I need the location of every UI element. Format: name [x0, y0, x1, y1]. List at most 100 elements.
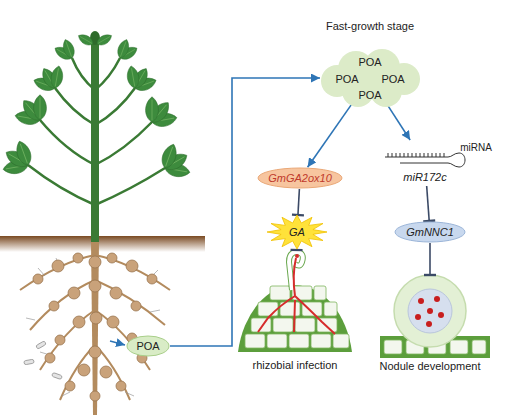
hairpin-strand — [385, 153, 465, 167]
inhibition-line — [429, 243, 431, 275]
nodule-illustration — [380, 275, 490, 358]
node-text: GmNNC1 — [406, 226, 454, 239]
cell — [258, 302, 278, 316]
root-hair-outline — [289, 252, 303, 290]
cell — [314, 286, 326, 300]
leaf — [95, 32, 114, 48]
bacteroid — [427, 308, 433, 314]
nodule — [126, 260, 138, 272]
nodule — [107, 316, 119, 328]
rhizobium — [52, 372, 63, 379]
cell — [267, 334, 287, 348]
leaf — [76, 32, 95, 48]
root-hair-inner — [289, 252, 303, 290]
nodule — [90, 391, 100, 401]
cell — [251, 318, 271, 332]
node-text: POA — [136, 340, 159, 353]
branch — [55, 88, 95, 125]
gene-ellipse: GmGA2ox10 — [257, 167, 343, 189]
ellipse-shape — [127, 336, 169, 356]
node-text: rhizobial infection — [253, 359, 338, 372]
nodule-panel: Nodule development — [370, 275, 490, 375]
leaves — [2, 32, 191, 179]
branch — [28, 165, 95, 205]
nodule — [89, 346, 101, 358]
title-text: Fast-growth stage — [326, 20, 414, 33]
ellipse-shape — [395, 222, 465, 242]
hairpin-ticks — [388, 153, 444, 157]
rhizobium — [24, 359, 35, 365]
cell — [472, 340, 486, 354]
cell — [450, 340, 468, 354]
rhizobium-dot — [295, 254, 299, 258]
leaf — [159, 142, 180, 170]
node-text: GmGA2ox10 — [268, 172, 332, 185]
leaf — [115, 38, 131, 60]
bacteroid — [415, 314, 421, 320]
cell — [270, 286, 290, 300]
thread-branch — [295, 296, 335, 334]
ellipse-shape — [258, 168, 342, 188]
infection-illustration — [238, 252, 352, 352]
branch — [40, 120, 95, 165]
nodule — [116, 381, 126, 391]
cell — [245, 334, 265, 348]
nodule — [73, 316, 85, 328]
branch — [95, 168, 165, 205]
root-pointer-arrow — [110, 341, 125, 345]
nodule — [68, 287, 80, 299]
mirna-hairpin — [385, 153, 465, 167]
signal-arrow — [170, 78, 320, 346]
stem — [91, 36, 99, 242]
lateral-root — [30, 280, 95, 330]
cell — [295, 318, 315, 332]
mirna-node: miR172c — [385, 140, 465, 186]
rhizobia — [24, 341, 63, 380]
bacteroids — [415, 296, 444, 327]
soil-band — [0, 236, 205, 252]
nodule — [55, 335, 65, 345]
bacteroid — [438, 312, 444, 318]
cell — [311, 334, 331, 348]
inhibition-line — [298, 189, 299, 215]
thread — [294, 258, 296, 296]
root-cells — [245, 286, 349, 348]
rhizobium — [36, 341, 47, 349]
node-text: POA — [358, 56, 381, 69]
leaf — [61, 38, 77, 60]
nodule — [90, 312, 102, 324]
nodule — [65, 381, 75, 391]
thread-branch — [258, 296, 295, 332]
nodule — [49, 301, 59, 311]
leaf — [146, 97, 159, 122]
node-text: POA — [381, 73, 404, 86]
infection-panel: rhizobial infection — [230, 250, 360, 374]
root-nodules — [33, 253, 157, 401]
activation-arrow — [308, 105, 352, 167]
leaf — [49, 65, 64, 89]
bacteroid — [426, 321, 432, 327]
nodule — [107, 253, 117, 263]
branch — [95, 122, 152, 165]
thread-branch — [294, 300, 295, 332]
cell — [324, 302, 337, 316]
lateral-root — [40, 310, 95, 370]
bacteroid — [434, 296, 440, 302]
nodule — [73, 253, 83, 263]
nodule — [100, 366, 112, 378]
nodule — [89, 256, 101, 268]
cell — [289, 334, 309, 348]
infection-thread — [258, 258, 335, 334]
nodule-inner — [408, 289, 452, 333]
hormone-star: GA — [267, 215, 327, 249]
nodule — [147, 274, 157, 284]
poa-cloud: POAPOAPOAPOA — [320, 49, 420, 107]
node-text: POA — [335, 73, 358, 86]
activation-arrow — [388, 105, 411, 140]
label-text: miRNA — [460, 141, 492, 154]
nodule — [52, 260, 64, 272]
node-text: POA — [358, 89, 381, 102]
nodule — [110, 287, 122, 299]
nodule — [78, 364, 90, 376]
star-shape — [267, 215, 327, 249]
